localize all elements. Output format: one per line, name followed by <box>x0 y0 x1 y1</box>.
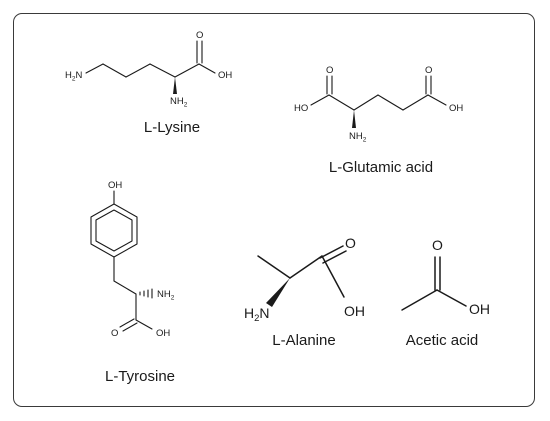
acetic-carbonyl-o-label: O <box>432 237 443 253</box>
lysine-bond <box>174 63 200 78</box>
glutamic-acid-structure <box>310 75 447 128</box>
glutamic-bond <box>427 94 447 106</box>
glutamic-wedge-bond <box>352 110 356 128</box>
tyrosine-structure <box>90 190 153 332</box>
tyrosine-double-bond <box>119 318 135 328</box>
glutamic-bond <box>328 94 355 111</box>
alanine-name: L-Alanine <box>272 332 335 349</box>
alanine-double-bond <box>322 250 347 264</box>
tyrosine-phenol-oh-label: OH <box>108 180 122 191</box>
glutamic-alpha-amine-label: NH2 <box>349 131 367 144</box>
tyrosine-carbonyl-o-label: O <box>111 328 118 339</box>
lysine-bond <box>125 63 151 78</box>
lysine-amine-label: H2N <box>65 70 83 83</box>
acetic-acid-structure <box>401 256 467 311</box>
alanine-structure <box>257 245 347 307</box>
lysine-structure <box>85 40 216 94</box>
tyrosine-benzene-ring <box>90 203 138 258</box>
alanine-bond <box>321 255 345 298</box>
tyrosine-alpha-amine-label: NH2 <box>157 289 175 302</box>
alanine-carbonyl-o-label: O <box>345 235 356 251</box>
lysine-bond <box>85 63 104 74</box>
tyrosine-bond <box>135 319 153 330</box>
acetic-bond <box>401 289 438 311</box>
glutamic-left-carbonyl-o-label: O <box>326 65 333 76</box>
glutamic-bond <box>353 94 379 111</box>
glutamic-bond <box>402 94 429 111</box>
lysine-bond <box>198 63 216 74</box>
alanine-double-bond <box>319 245 344 259</box>
tyrosine-benzene-inner-ring <box>95 209 133 252</box>
lysine-hydroxyl-label: OH <box>218 70 232 81</box>
lysine-name: L-Lysine <box>144 119 200 136</box>
glutamic-right-hydroxyl-label: OH <box>449 103 463 114</box>
lysine-carbonyl-o-label: O <box>196 30 203 41</box>
tyrosine-hydroxyl-label: OH <box>156 328 170 339</box>
lysine-bond <box>102 63 127 78</box>
alanine-wedge-bond <box>266 278 290 307</box>
alanine-bond <box>289 255 323 279</box>
acetic-acid-name: Acetic acid <box>406 332 479 349</box>
lysine-wedge-bond <box>173 77 177 94</box>
acetic-hydroxyl-label: OH <box>469 301 490 317</box>
lysine-bond <box>149 63 176 78</box>
glutamic-bond <box>310 94 330 106</box>
tyrosine-double-bond <box>122 322 138 332</box>
glutamic-right-carbonyl-o-label: O <box>425 65 432 76</box>
glutamic-bond <box>377 94 404 111</box>
tyrosine-name: L-Tyrosine <box>105 368 175 385</box>
acetic-bond <box>436 289 467 307</box>
diagram-frame <box>13 13 535 407</box>
alanine-bond <box>257 255 291 279</box>
alanine-hydroxyl-label: OH <box>344 303 365 319</box>
glutamic-acid-name: L-Glutamic acid <box>329 159 433 176</box>
lysine-alpha-amine-label: NH2 <box>170 96 188 109</box>
glutamic-left-hydroxyl-label: HO <box>294 103 308 114</box>
tyrosine-bond <box>113 280 137 295</box>
alanine-amine-label: H2N <box>244 305 270 324</box>
